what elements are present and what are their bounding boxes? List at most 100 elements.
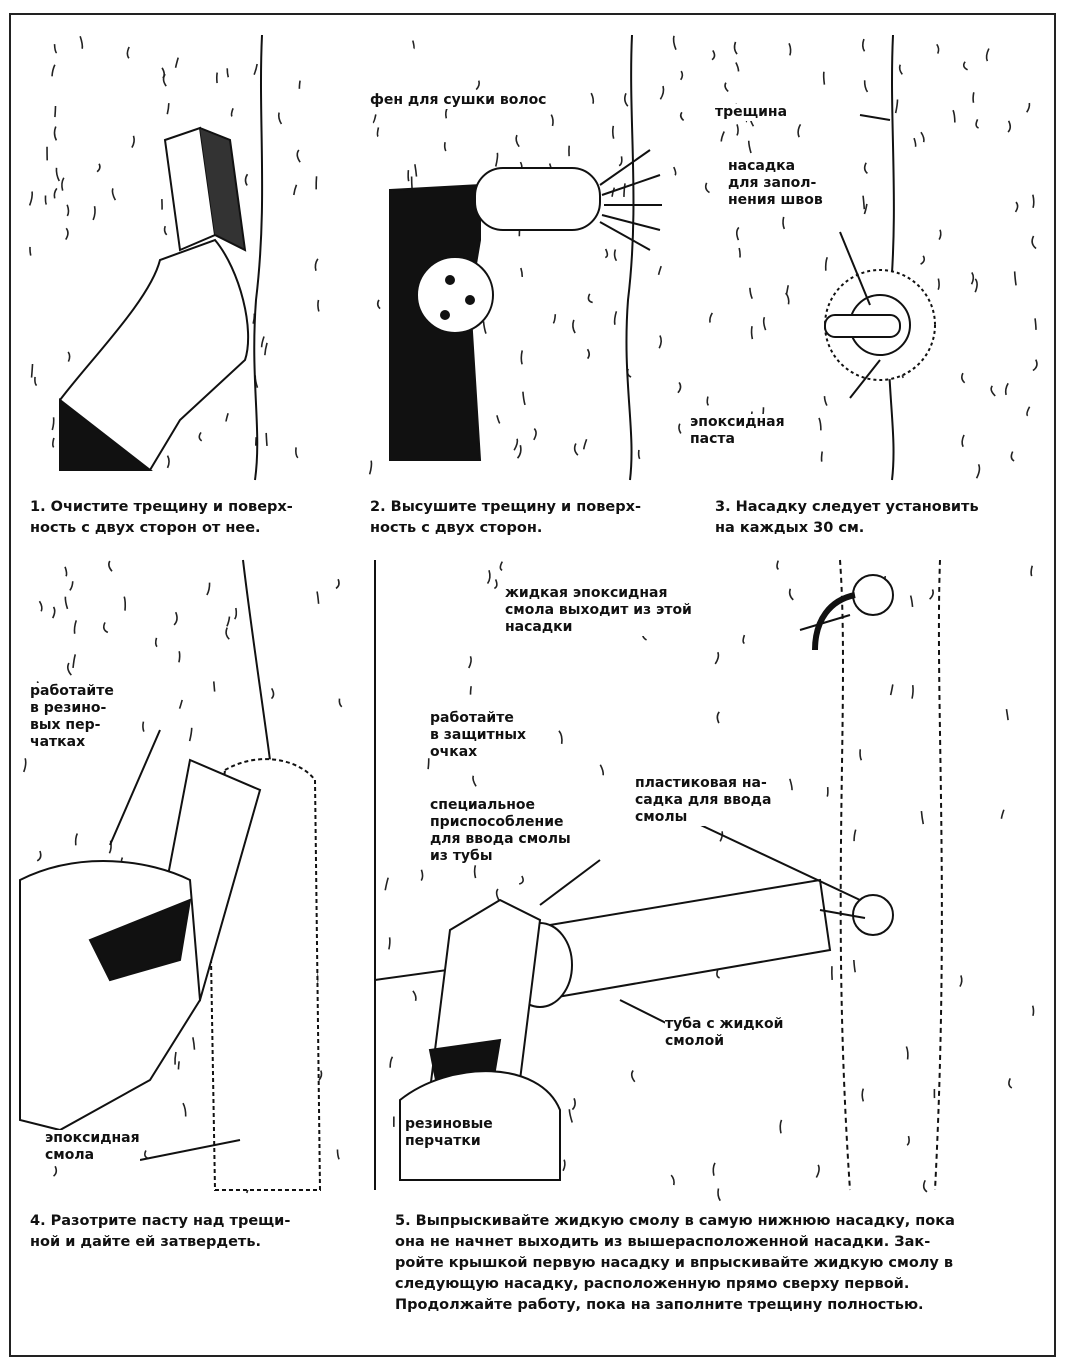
texture-stroke	[724, 82, 729, 93]
texture-stroke	[742, 634, 746, 645]
texture-stroke	[173, 611, 178, 626]
texture-stroke	[55, 167, 60, 182]
texture-stroke	[962, 61, 968, 71]
texture-stroke	[680, 70, 684, 81]
label-seam-nozzle: насадка для запол- нения швов	[728, 158, 823, 209]
caption-step-1: 1. Очистите трещину и поверх- ность с дв…	[30, 499, 293, 536]
texture-stroke	[468, 656, 472, 669]
texture-stroke	[53, 44, 58, 54]
texture-stroke	[711, 49, 716, 61]
texture-stroke	[166, 103, 170, 115]
texture-stroke	[929, 589, 934, 600]
texture-stroke	[1030, 565, 1034, 577]
texture-stroke	[1032, 359, 1038, 372]
texture-stroke	[706, 396, 710, 407]
texture-stroke	[335, 578, 340, 590]
texture-stroke	[226, 616, 231, 627]
texture-stroke	[861, 38, 866, 52]
nozzle-drawing	[824, 114, 936, 399]
texture-stroke	[515, 134, 520, 148]
texture-stroke	[54, 105, 57, 118]
texture-stroke	[623, 183, 626, 197]
texture-stroke	[679, 111, 685, 122]
texture-stroke	[79, 36, 84, 49]
texture-stroke	[920, 131, 925, 143]
label-liquid-epoxy-out: жидкая эпоксидная смола выходит из этой …	[505, 585, 692, 636]
texture-stroke	[630, 1070, 636, 1083]
texture-stroke	[818, 417, 822, 431]
texture-stroke	[972, 92, 975, 103]
texture-stroke	[295, 447, 299, 459]
texture-stroke	[67, 351, 71, 362]
label-rubber-gloves-work: работайте в резино- вых пер- чатках	[30, 683, 114, 751]
texture-stroke	[961, 434, 965, 448]
texture-stroke	[658, 335, 663, 349]
crack-1	[253, 34, 264, 481]
texture-stroke	[66, 662, 72, 676]
texture-stroke	[166, 455, 170, 469]
texture-stroke	[735, 226, 740, 241]
texture-stroke	[990, 385, 996, 397]
texture-stroke	[174, 57, 179, 68]
texture-stroke	[911, 685, 914, 699]
texture-stroke	[571, 1097, 576, 1111]
label-hair-dryer: фен для сушки волос	[370, 92, 547, 109]
texture-stroke	[212, 681, 216, 692]
texture-stroke	[234, 607, 238, 620]
texture-stroke	[443, 141, 447, 152]
texture-stroke	[126, 46, 130, 59]
texture-stroke	[188, 727, 193, 742]
texture-stroke	[826, 787, 829, 797]
texture-stroke	[469, 686, 472, 695]
texture-stroke	[482, 321, 487, 334]
texture-stroke	[1014, 201, 1019, 213]
texture-stroke	[673, 166, 677, 176]
texture-stroke	[317, 1070, 323, 1082]
texture-stroke	[494, 152, 499, 167]
texture-stroke	[154, 637, 158, 648]
label-plastic-nozzle: пластиковая на- садка для ввода смолы	[635, 775, 772, 826]
texture-stroke	[599, 764, 605, 776]
texture-stroke	[894, 99, 899, 114]
texture-stroke	[336, 1149, 340, 1160]
texture-stroke	[412, 990, 417, 1002]
texture-stroke	[38, 600, 43, 612]
texture-stroke	[111, 188, 117, 201]
texture-stroke	[906, 1135, 910, 1146]
texture-stroke	[613, 311, 618, 325]
texture-stroke	[317, 299, 320, 312]
texture-stroke	[368, 460, 373, 475]
texture-stroke	[677, 381, 682, 394]
texture-stroke	[618, 156, 623, 167]
texture-stroke	[750, 326, 754, 340]
texture-stroke	[749, 287, 753, 299]
texture-stroke	[670, 1174, 675, 1186]
texture-stroke	[920, 811, 925, 825]
label-resin-tube: туба с жидкой смолой	[665, 1016, 784, 1050]
texture-stroke	[937, 278, 940, 290]
texture-stroke	[376, 299, 381, 310]
texture-stroke	[788, 43, 792, 56]
texture-stroke	[44, 195, 48, 206]
texture-stroke	[53, 1165, 58, 1177]
texture-stroke	[182, 1102, 187, 1117]
texture-stroke	[613, 249, 618, 262]
texture-stroke	[604, 248, 609, 259]
hair-dryer-drawing	[389, 149, 662, 461]
texture-stroke	[225, 413, 229, 422]
texture-stroke	[51, 417, 55, 431]
texture-stroke	[61, 177, 65, 191]
texture-stroke	[863, 80, 869, 93]
texture-stroke	[265, 432, 268, 446]
texture-stroke	[735, 62, 740, 72]
texture-stroke	[163, 225, 168, 236]
texture-stroke	[611, 125, 615, 139]
texture-stroke	[65, 227, 69, 240]
texture-stroke	[414, 164, 418, 177]
texture-stroke	[1026, 406, 1031, 417]
texture-stroke	[30, 363, 34, 378]
texture-stroke	[253, 63, 258, 76]
wall-texture	[22, 35, 1038, 1202]
texture-stroke	[206, 582, 211, 596]
texture-stroke	[74, 833, 79, 846]
